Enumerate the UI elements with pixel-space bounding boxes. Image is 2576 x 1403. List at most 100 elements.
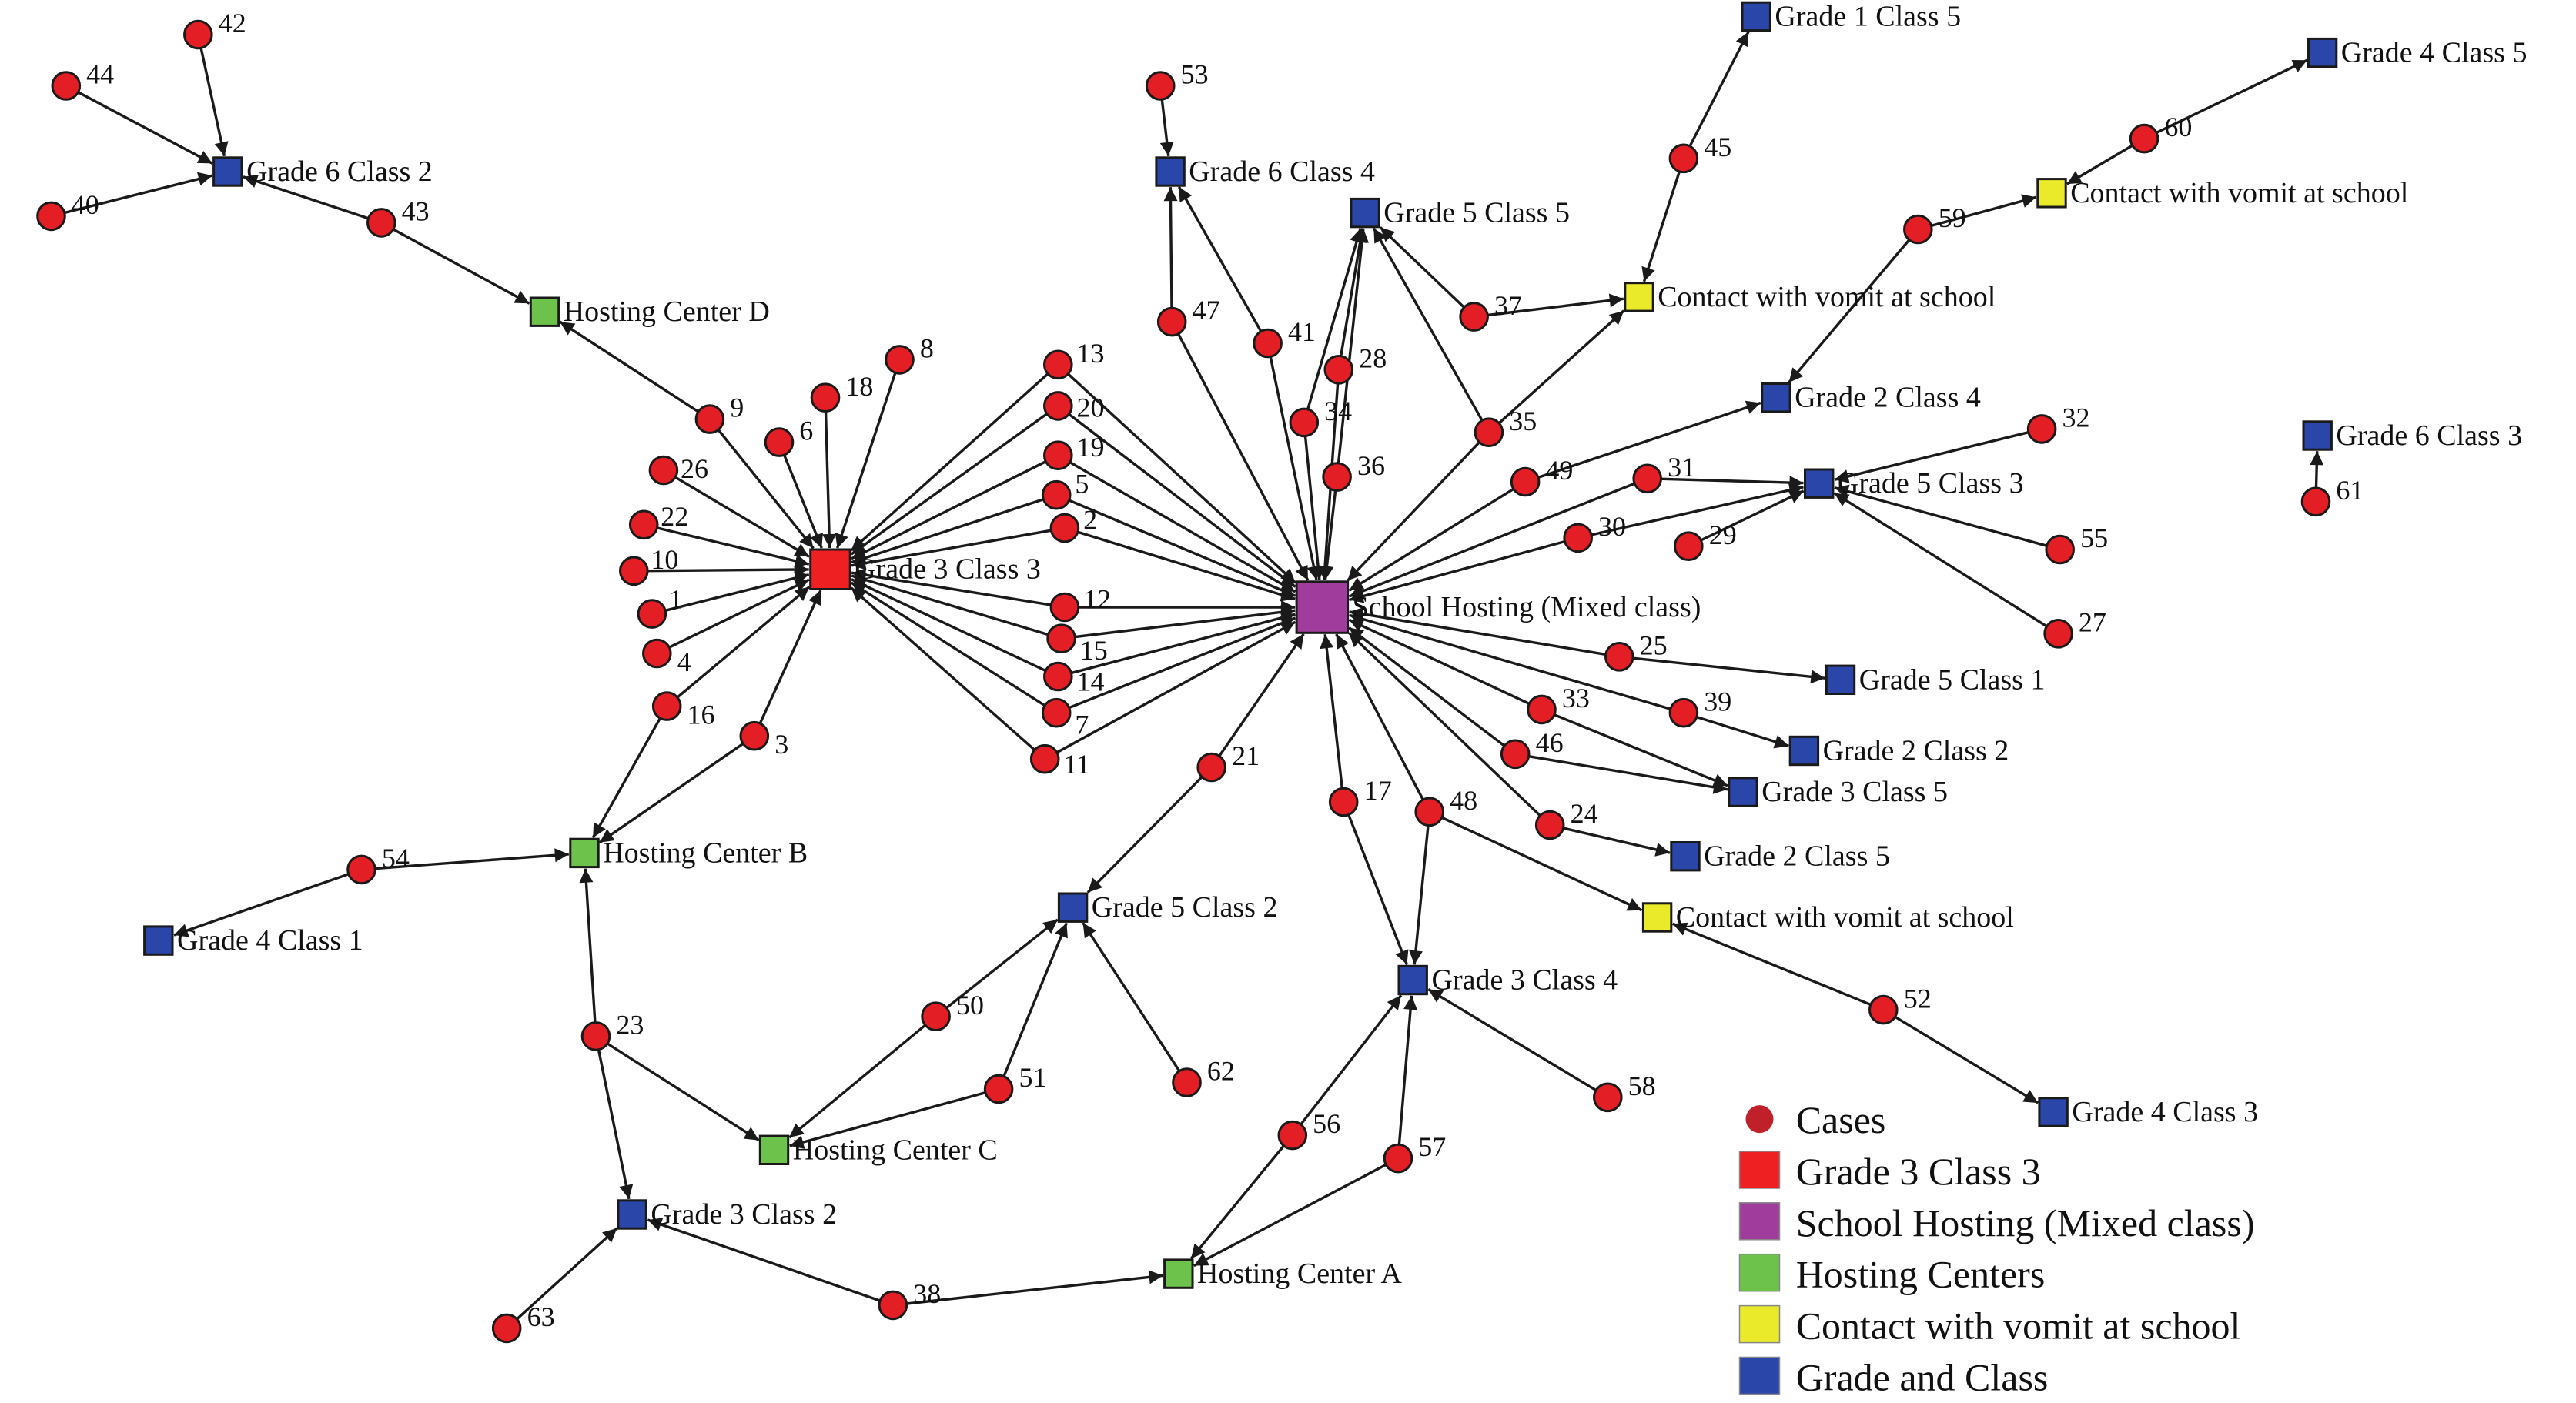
- case-node-2[interactable]: 2: [1049, 505, 1097, 543]
- case-node-46[interactable]: 46: [1500, 727, 1564, 770]
- node-g3c3[interactable]: Grade 3 Class 3: [809, 548, 1041, 590]
- case-node-20[interactable]: 20: [1043, 391, 1105, 423]
- case-node-23[interactable]: 23: [580, 1010, 644, 1051]
- case-node-45[interactable]: 45: [1668, 132, 1731, 174]
- node-g3c2[interactable]: Grade 3 Class 2: [617, 1198, 837, 1231]
- case-node-29[interactable]: 29: [1674, 519, 1737, 562]
- edge-case-35-to-school: [1347, 441, 1480, 582]
- case-node-26[interactable]: 26: [648, 453, 708, 486]
- node-g4c1[interactable]: Grade 4 Class 1: [143, 924, 363, 957]
- node-vomit3[interactable]: Contact with vomit at school: [1641, 901, 2014, 934]
- case-node-31[interactable]: 31: [1632, 452, 1695, 494]
- node-label-g2c2: Grade 2 Class 2: [1823, 735, 2009, 767]
- node-school[interactable]: School Hosting (Mixed class): [1295, 580, 1701, 634]
- case-node-34[interactable]: 34: [1289, 396, 1352, 438]
- case-node-40[interactable]: 40: [36, 189, 99, 232]
- node-g2c2[interactable]: Grade 2 Class 2: [1788, 735, 2009, 767]
- case-node-53[interactable]: 53: [1145, 59, 1209, 101]
- case-node-24[interactable]: 24: [1534, 798, 1598, 840]
- case-node-44[interactable]: 44: [51, 59, 114, 101]
- case-node-56[interactable]: 56: [1277, 1108, 1340, 1151]
- case-node-38[interactable]: 38: [878, 1278, 941, 1321]
- case-node-17[interactable]: 17: [1328, 775, 1392, 817]
- node-g3c4[interactable]: Grade 3 Class 4: [1397, 964, 1618, 997]
- case-node-13[interactable]: 13: [1043, 338, 1105, 380]
- node-g2c5[interactable]: Grade 2 Class 5: [1670, 840, 1890, 873]
- node-g5c5[interactable]: Grade 5 Class 5: [1350, 197, 1570, 229]
- edge-case-7-to-g3c3: [850, 581, 1046, 707]
- case-node-42[interactable]: 42: [182, 8, 246, 50]
- case-node-14[interactable]: 14: [1043, 661, 1105, 697]
- node-g3c5[interactable]: Grade 3 Class 5: [1728, 776, 1948, 808]
- case-node-36[interactable]: 36: [1322, 450, 1385, 492]
- case-node-25[interactable]: 25: [1604, 630, 1668, 672]
- node-hcB[interactable]: Hosting Center B: [569, 837, 808, 869]
- legend-item-1: Grade 3 Class 3: [1738, 1150, 2041, 1193]
- case-circle-24: [1534, 810, 1565, 840]
- node-hcA[interactable]: Hosting Center A: [1163, 1258, 1403, 1290]
- node-square-g3c3: [809, 548, 851, 590]
- case-node-59[interactable]: 59: [1903, 202, 1966, 245]
- case-node-58[interactable]: 58: [1593, 1071, 1656, 1113]
- case-node-52[interactable]: 52: [1868, 983, 1932, 1025]
- case-node-19[interactable]: 19: [1043, 432, 1105, 471]
- case-node-37[interactable]: 37: [1459, 290, 1522, 332]
- node-vomit1[interactable]: Contact with vomit at school: [1624, 281, 1996, 313]
- case-node-35[interactable]: 35: [1474, 406, 1537, 448]
- case-node-63[interactable]: 63: [491, 1301, 555, 1344]
- case-node-60[interactable]: 60: [2129, 112, 2192, 154]
- edge-case-58-to-g3c4: [1427, 988, 1597, 1092]
- case-node-47[interactable]: 47: [1156, 295, 1220, 337]
- case-node-54[interactable]: 54: [346, 843, 410, 885]
- node-g5c2[interactable]: Grade 5 Class 2: [1057, 891, 1277, 924]
- node-g5c1[interactable]: Grade 5 Class 1: [1825, 663, 2045, 696]
- node-g4c5[interactable]: Grade 4 Class 5: [2307, 37, 2527, 69]
- node-g6c3[interactable]: Grade 6 Class 3: [2302, 419, 2522, 452]
- case-node-50[interactable]: 50: [921, 990, 984, 1031]
- case-node-55[interactable]: 55: [2045, 523, 2108, 565]
- node-g6c4[interactable]: Grade 6 Class 4: [1155, 155, 1375, 188]
- case-node-18[interactable]: 18: [810, 371, 873, 413]
- node-g2c4[interactable]: Grade 2 Class 4: [1761, 382, 1981, 414]
- node-hcD[interactable]: Hosting Center D: [529, 296, 770, 328]
- case-node-30[interactable]: 30: [1563, 511, 1626, 553]
- node-square-g2c5: [1670, 841, 1701, 872]
- case-node-22[interactable]: 22: [628, 501, 688, 540]
- case-node-51[interactable]: 51: [983, 1062, 1047, 1104]
- case-node-28[interactable]: 28: [1323, 342, 1387, 385]
- case-node-43[interactable]: 43: [366, 196, 430, 238]
- case-node-39[interactable]: 39: [1668, 686, 1731, 728]
- case-node-32[interactable]: 32: [2026, 403, 2090, 444]
- case-node-62[interactable]: 62: [1172, 1056, 1235, 1097]
- node-hcC[interactable]: Hosting Center C: [758, 1134, 998, 1166]
- node-g1c5[interactable]: Grade 1 Class 5: [1741, 0, 1961, 32]
- node-square-g5c3: [1804, 468, 1835, 499]
- case-node-27[interactable]: 27: [2043, 606, 2106, 649]
- case-node-3[interactable]: 3: [739, 720, 788, 760]
- case-node-6[interactable]: 6: [764, 416, 813, 457]
- node-g4c3[interactable]: Grade 4 Class 3: [2038, 1096, 2258, 1128]
- case-node-5[interactable]: 5: [1041, 468, 1089, 510]
- case-node-16[interactable]: 16: [651, 691, 715, 730]
- case-node-15[interactable]: 15: [1046, 623, 1108, 666]
- case-node-4[interactable]: 4: [642, 638, 691, 677]
- case-node-49[interactable]: 49: [1510, 455, 1573, 497]
- case-node-33[interactable]: 33: [1527, 683, 1590, 725]
- case-node-8[interactable]: 8: [885, 333, 934, 375]
- case-node-7[interactable]: 7: [1041, 697, 1089, 740]
- case-node-21[interactable]: 21: [1196, 740, 1260, 783]
- node-g5c3[interactable]: Grade 5 Class 3: [1804, 467, 2024, 499]
- case-node-10[interactable]: 10: [619, 544, 679, 586]
- case-node-48[interactable]: 48: [1414, 785, 1477, 827]
- case-node-12[interactable]: 12: [1049, 583, 1111, 623]
- case-circle-46: [1500, 739, 1531, 770]
- case-node-1[interactable]: 1: [637, 583, 683, 629]
- node-g6c2[interactable]: Grade 6 Class 2: [212, 155, 433, 188]
- case-node-9[interactable]: 9: [694, 393, 744, 434]
- case-node-11[interactable]: 11: [1029, 743, 1090, 780]
- node-square-hcC: [758, 1134, 790, 1165]
- case-node-61[interactable]: 61: [2300, 475, 2364, 517]
- case-node-57[interactable]: 57: [1383, 1131, 1446, 1174]
- node-vomit2[interactable]: Contact with vomit at school: [2036, 177, 2408, 209]
- case-node-41[interactable]: 41: [1253, 316, 1316, 359]
